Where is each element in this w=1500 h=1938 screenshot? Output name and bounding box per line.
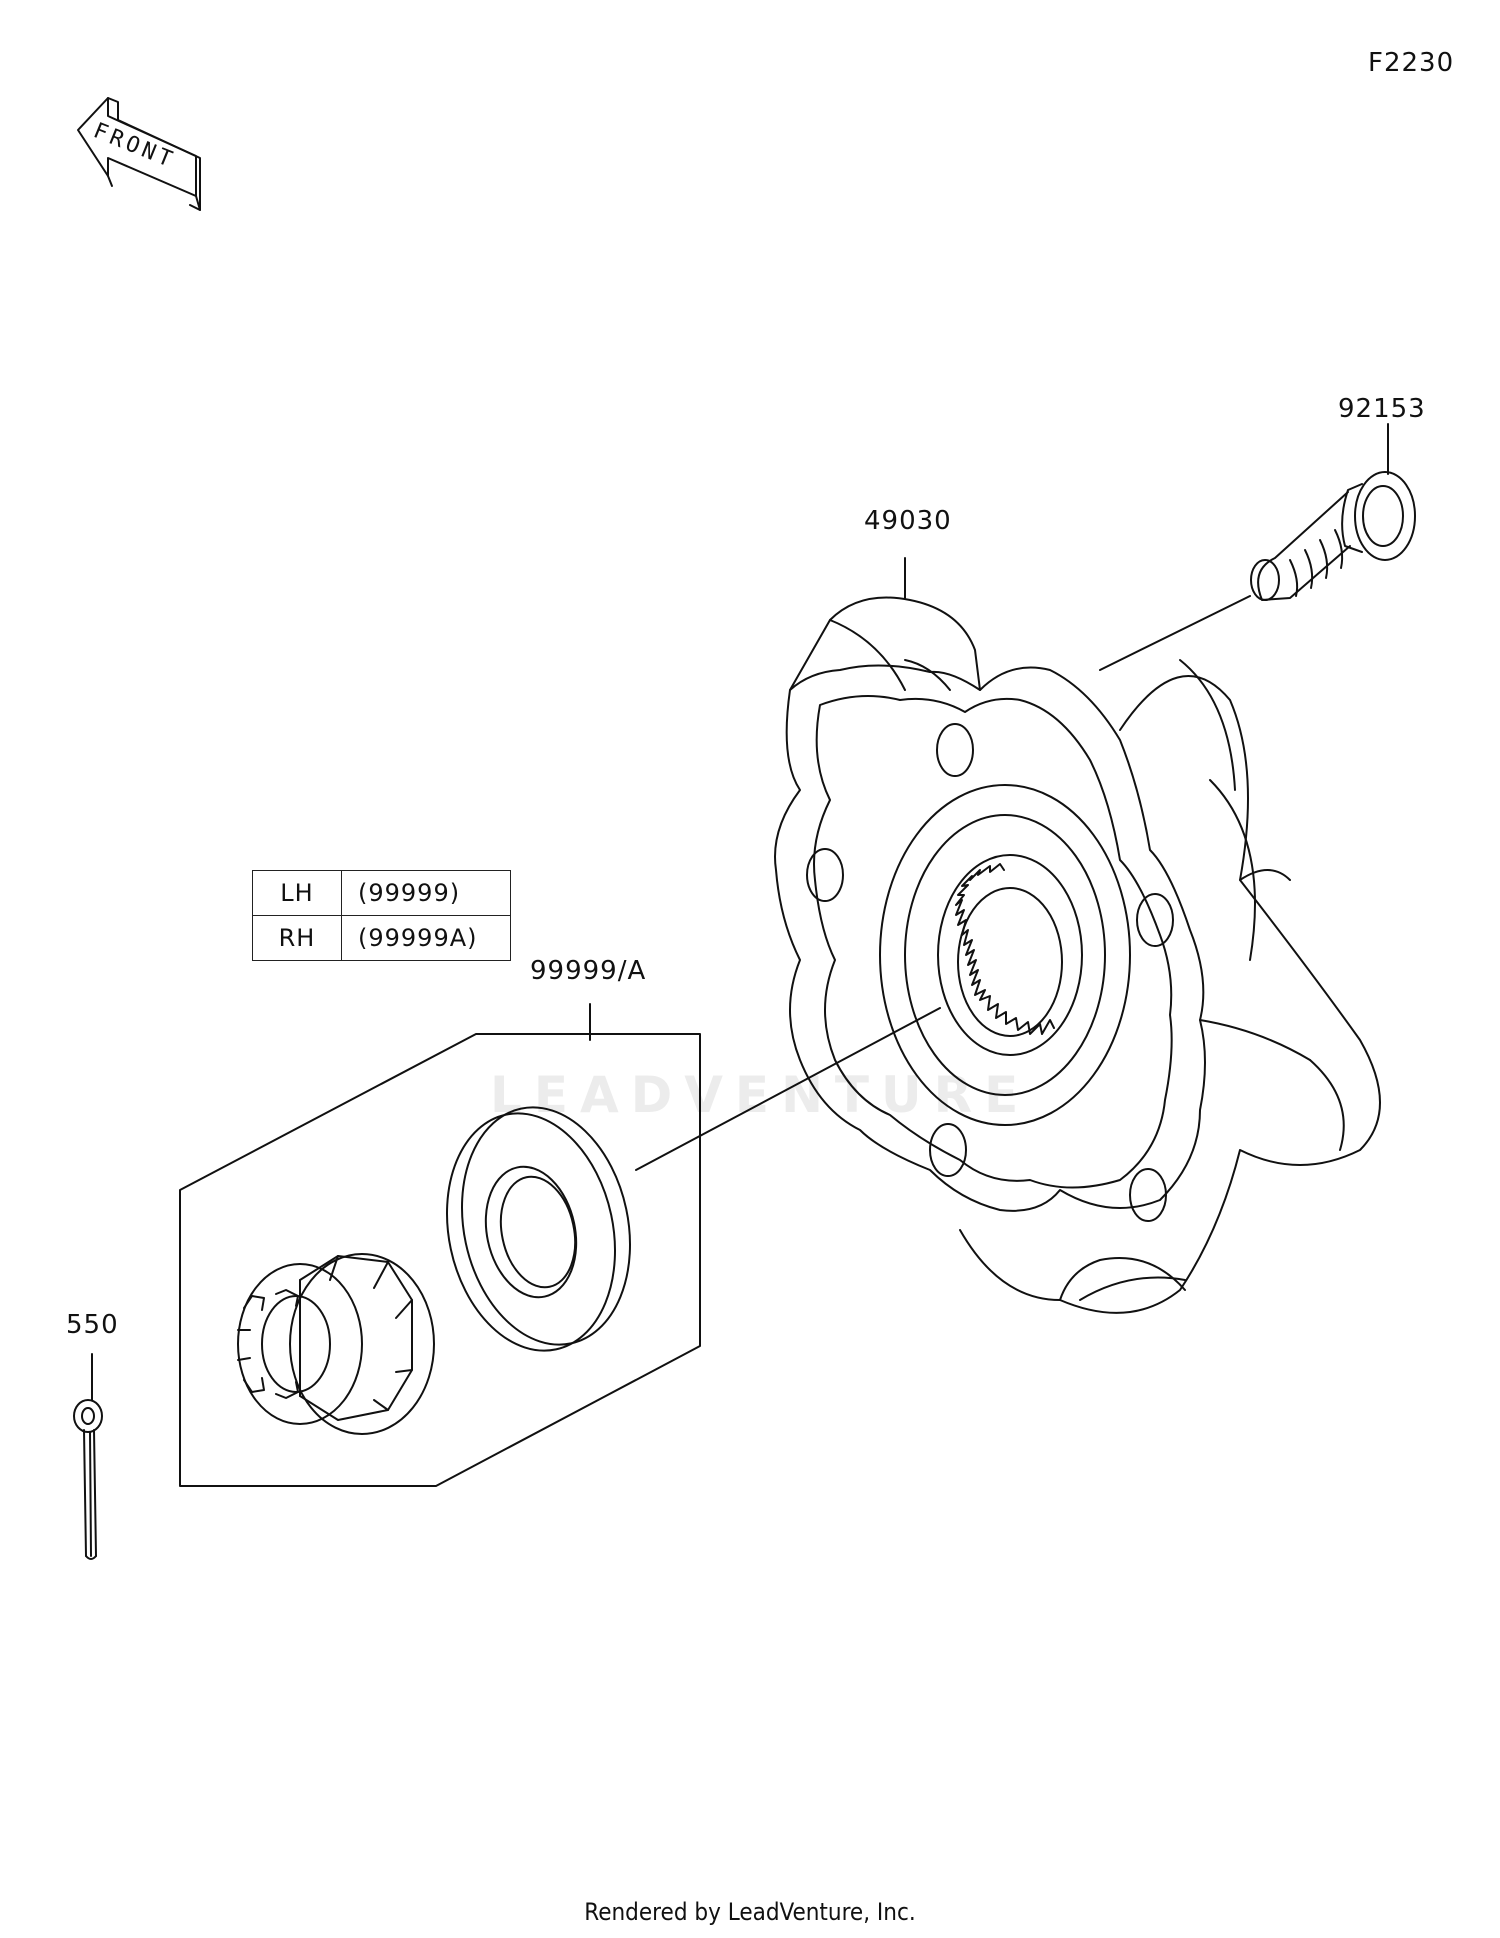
part-number-550[interactable]: 550: [66, 1310, 119, 1340]
side-cell: RH: [252, 915, 342, 961]
watermark: LEADVENTURE: [490, 1066, 1031, 1124]
part-number-99999A[interactable]: 99999/A: [530, 956, 647, 986]
leader-washer-hub: [635, 1007, 941, 1171]
cotter-pin-550: [73, 1399, 103, 1560]
table-row: RH (99999A): [252, 915, 511, 961]
washer-99999A: [446, 1106, 631, 1352]
part-number-92153[interactable]: 92153: [1338, 394, 1426, 424]
diagram-code: F2230: [1368, 48, 1455, 78]
part-number-49030[interactable]: 49030: [864, 506, 952, 536]
castle-nut-99999A: [237, 1253, 435, 1435]
side-cell: LH: [252, 870, 342, 916]
group-box-99999A: [179, 1033, 701, 1487]
footer-credit: Rendered by LeadVenture, Inc.: [584, 1898, 916, 1926]
wheel-hub-49030: [774, 596, 1381, 1314]
front-arrow-icon: FRONT: [77, 97, 201, 211]
side-reference-table: LH (99999) RH (99999A): [252, 870, 511, 961]
code-cell[interactable]: (99999A): [341, 915, 511, 961]
code-cell[interactable]: (99999): [341, 870, 511, 916]
table-row: LH (99999): [252, 870, 511, 916]
bolt-92153: [1250, 471, 1416, 601]
leader-bolt-hub: [1099, 595, 1251, 671]
